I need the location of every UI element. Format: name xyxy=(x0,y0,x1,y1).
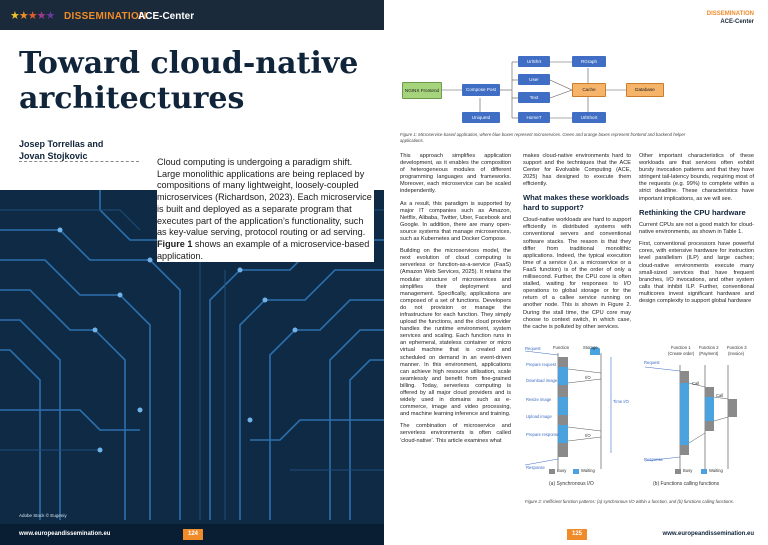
fig2a-request: Request xyxy=(525,346,541,351)
col2-heading: What makes these workloads hard to suppo… xyxy=(523,193,629,212)
fig2b-function-2-sub: (Payment) xyxy=(699,351,719,356)
header-dissemination-right: DISSEMINATION xyxy=(706,11,754,17)
col1-paragraph-3: Building on the microservices model, the… xyxy=(400,248,511,418)
nginx-frontend-box: NGINX Frontend xyxy=(402,82,442,99)
body-column-2: makes cloud-native environments hard to … xyxy=(523,153,631,336)
fig2b-function-3: Function 3 xyxy=(727,345,747,350)
fig2a-storage: Storage xyxy=(583,345,598,350)
fig2a-io-1: I/O xyxy=(585,375,591,380)
col1-paragraph-1: This approach simplifies application dev… xyxy=(400,153,511,195)
right-header: DISSEMINATION ACE-Center xyxy=(707,10,754,26)
fig2b-busy-legend: Busy xyxy=(683,468,693,473)
fig2b-response: Response xyxy=(644,457,663,462)
fig2a-time-io: Time I/O xyxy=(613,399,629,404)
author-divider xyxy=(19,161,139,162)
body-column-1: This approach simplifies application dev… xyxy=(400,153,511,450)
col2-paragraph-2: Cloud-native workloads are hard to suppo… xyxy=(523,217,631,330)
col1-paragraph-4: The combination of microservice and serv… xyxy=(400,423,511,444)
fig2b-waiting-legend: Waiting xyxy=(709,468,723,473)
fig2b-call-2: Call xyxy=(716,393,724,398)
fig2b-function-1-sub: (Create order) xyxy=(668,351,695,356)
fig2a-prepare-response: Prepare response xyxy=(526,432,560,437)
figure-2-caption: Figure 2: Inefficient function patterns:… xyxy=(525,499,734,504)
fig2b-call-1: Call xyxy=(692,381,700,386)
compose-post-box: Compose Post xyxy=(462,84,500,96)
fig2b-function-3-sub: (Invoice) xyxy=(728,351,745,356)
authors: Josep Torrellas and Jovan Stojkovic xyxy=(19,138,159,162)
user-box: User xyxy=(518,74,550,85)
lead-text-2: shows an example of a microservice-based… xyxy=(157,238,370,261)
fig2a-subtitle: (a) Synchronous I/O xyxy=(549,481,594,487)
fig2b-subtitle: (b) Functions calling functions xyxy=(653,481,720,487)
fig2a-download-image: Download image xyxy=(526,378,558,383)
col3-paragraph-3: First, conventional processors have powe… xyxy=(639,241,754,304)
header-center: ACE-Center xyxy=(138,11,195,22)
header-dissemination: DISSEMINATION xyxy=(64,11,147,22)
footer-url-left[interactable]: www.europeandissemination.eu xyxy=(19,531,111,537)
urlshort-box: UrlShort xyxy=(572,112,606,123)
fig2b-request: Request xyxy=(644,360,660,365)
rgraph-box: RGraph xyxy=(572,56,606,67)
figure-2-graphics xyxy=(525,347,737,474)
page-number-left: 124 xyxy=(183,529,203,540)
image-credit: Adobe Stock © Eugeniy xyxy=(19,513,67,518)
fig2a-busy-legend: Busy xyxy=(557,468,567,473)
fig2a-prepare-request: Prepare request xyxy=(526,362,557,367)
fig2a-resize-image: Resize image xyxy=(526,397,552,402)
fig2b-function-1: Function 1 xyxy=(671,345,691,350)
text-box: Text xyxy=(518,92,550,103)
figure-2-diagram: Request Function Storage Prepare request… xyxy=(525,343,761,493)
uniqueid-box: UniqueId xyxy=(462,112,500,123)
homet-box: HomeT xyxy=(518,112,550,123)
fig2b-function-2: Function 2 xyxy=(699,345,719,350)
header-center-right: ACE-Center xyxy=(720,19,754,25)
author-line-1: Josep Torrellas and xyxy=(19,139,104,149)
brand-stars-icon: ★★★★★ xyxy=(10,9,55,22)
database-box: Database xyxy=(626,83,664,97)
article-title: Toward cloud-native architectures xyxy=(19,46,359,116)
col1-paragraph-2: As a result, this paradigm is supported … xyxy=(400,200,511,243)
col3-paragraph-1: Other important characteristics of these… xyxy=(639,153,754,202)
left-page: ★★★★★ DISSEMINATION ACE-Center Toward cl… xyxy=(0,0,384,545)
fig2a-io-2: I/O xyxy=(585,433,591,438)
urlshrt-top-box: UrlShrt xyxy=(518,56,550,67)
fig2a-response: Response xyxy=(526,465,545,470)
body-column-3: Other important characteristics of these… xyxy=(639,153,754,310)
fig2a-upload-image: Upload image xyxy=(526,414,552,419)
fig2a-function: Function xyxy=(553,345,570,350)
lead-paragraph: Cloud computing is undergoing a paradigm… xyxy=(157,157,374,263)
right-page: DISSEMINATION ACE-Center xyxy=(384,0,768,545)
cache-box: Cache xyxy=(572,83,606,97)
fig2a-waiting-legend: Waiting xyxy=(581,468,595,473)
col3-heading: Rethinking the CPU hardware xyxy=(639,207,746,217)
figure-1-caption: Figure 1: Microservice-based application… xyxy=(400,132,686,143)
page-number-right: 125 xyxy=(567,529,587,540)
col2-paragraph-1: makes cloud-native environments hard to … xyxy=(523,153,631,188)
right-footer: 125 www.europeandissemination.eu xyxy=(384,524,768,545)
lead-text-1: Cloud computing is undergoing a paradigm… xyxy=(157,157,372,238)
figure-1-diagram: NGINX Frontend Compose Post UniqueId Url… xyxy=(400,52,700,130)
lead-figure-ref: Figure 1 xyxy=(157,238,193,249)
left-footer: www.europeandissemination.eu 124 xyxy=(0,524,384,545)
figure-1-connectors xyxy=(442,61,626,119)
col3-paragraph-2: Current CPUs are not a good match for cl… xyxy=(639,222,754,236)
header-band: ★★★★★ DISSEMINATION ACE-Center xyxy=(0,0,384,30)
footer-url-right[interactable]: www.europeandissemination.eu xyxy=(662,531,754,537)
author-line-2: Jovan Stojkovic xyxy=(19,151,88,161)
